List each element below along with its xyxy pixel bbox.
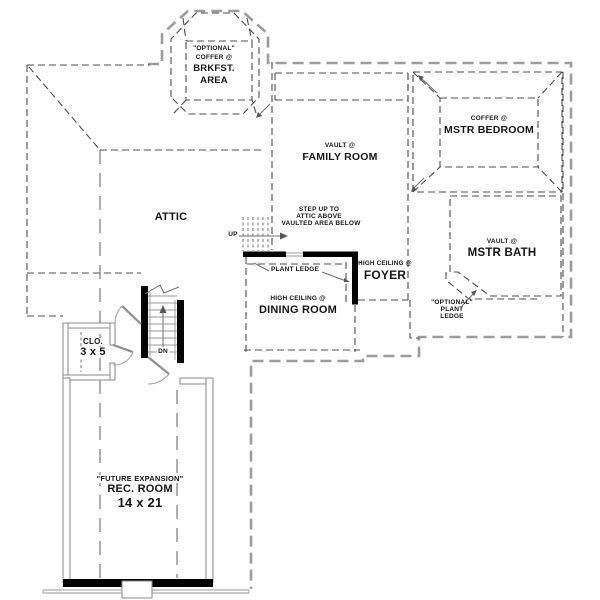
dining-foyer-walls bbox=[243, 251, 358, 305]
master-bedroom-coffer bbox=[412, 71, 564, 337]
master-bath-label: MSTR BATH bbox=[467, 247, 537, 259]
first-floor-hidden-outline bbox=[148, 9, 573, 589]
family-room-label: FAMILY ROOM bbox=[302, 151, 378, 163]
dining-room-label: DINING ROOM bbox=[259, 304, 337, 316]
rec-room-size-label: 14 x 21 bbox=[116, 495, 164, 510]
dn-label: DN bbox=[157, 348, 169, 356]
vault-arrows bbox=[256, 75, 438, 192]
plant-ledge-label: PLANT LEDGE bbox=[269, 266, 321, 274]
closet-size-label: 3 x 5 bbox=[79, 346, 107, 358]
foyer-label: FOYER bbox=[363, 268, 407, 282]
breakfast-room-label: BRKFST. bbox=[193, 63, 235, 74]
family-room-outline bbox=[271, 62, 409, 300]
hall-door-leaf bbox=[121, 305, 142, 325]
optional-plant-ledge-label-1: "OPTIONAL" bbox=[431, 299, 473, 306]
master-bath-ceiling-label: VAULT @ bbox=[486, 238, 518, 245]
attic-step-up-stairs bbox=[239, 217, 288, 251]
step-up-label-2: ATTIC ABOVE bbox=[296, 213, 342, 220]
closet-walls bbox=[62, 322, 116, 381]
attic-outline bbox=[26, 64, 262, 317]
up-arrow-icon bbox=[280, 232, 288, 240]
stair-door-leaf bbox=[147, 356, 170, 375]
breakfast-bay-coffer bbox=[170, 12, 260, 115]
attic-label: ATTIC bbox=[154, 211, 188, 223]
rec-room-label-2: REC. ROOM bbox=[106, 483, 174, 495]
breakfast-room-label-2: AREA bbox=[200, 75, 228, 86]
family-room-ceiling-label: VAULT @ bbox=[324, 142, 356, 149]
closet-door-leaf bbox=[112, 343, 134, 354]
rec-room-walls bbox=[42, 377, 250, 599]
plant-ledge-leaders bbox=[253, 262, 477, 307]
step-up-label-1: STEP UP TO bbox=[298, 206, 340, 213]
optional-plant-ledge-label-2: PLANT bbox=[440, 306, 464, 313]
master-bedroom-ceiling-label: COFFER @ bbox=[470, 115, 508, 122]
optional-plant-ledge-label-3: LEDGE bbox=[440, 313, 464, 320]
master-bath-outline bbox=[445, 195, 562, 300]
up-label: UP bbox=[228, 231, 238, 238]
chimney bbox=[121, 580, 153, 599]
stairs-direction-arrow-icon bbox=[159, 305, 167, 313]
foyer-ceiling-label: HIGH CEILING @ bbox=[358, 260, 412, 267]
master-bedroom-label: MSTR BEDROOM bbox=[444, 124, 534, 136]
rec-room-label-1: "FUTURE EXPANSION" bbox=[95, 474, 185, 483]
roof-break-lines bbox=[80, 150, 178, 578]
breakfast-coffer-label: COFFER @ bbox=[195, 54, 233, 61]
breakfast-optional-label: "OPTIONAL" bbox=[193, 45, 235, 52]
doors bbox=[112, 305, 170, 385]
dining-ceiling-label: HIGH CEILING @ bbox=[270, 295, 326, 302]
dining-foyer-ceiling-lines bbox=[244, 257, 419, 352]
step-up-label-3: VAULTED AREA BELOW bbox=[281, 220, 361, 227]
closet-label: CLO. bbox=[82, 337, 104, 346]
